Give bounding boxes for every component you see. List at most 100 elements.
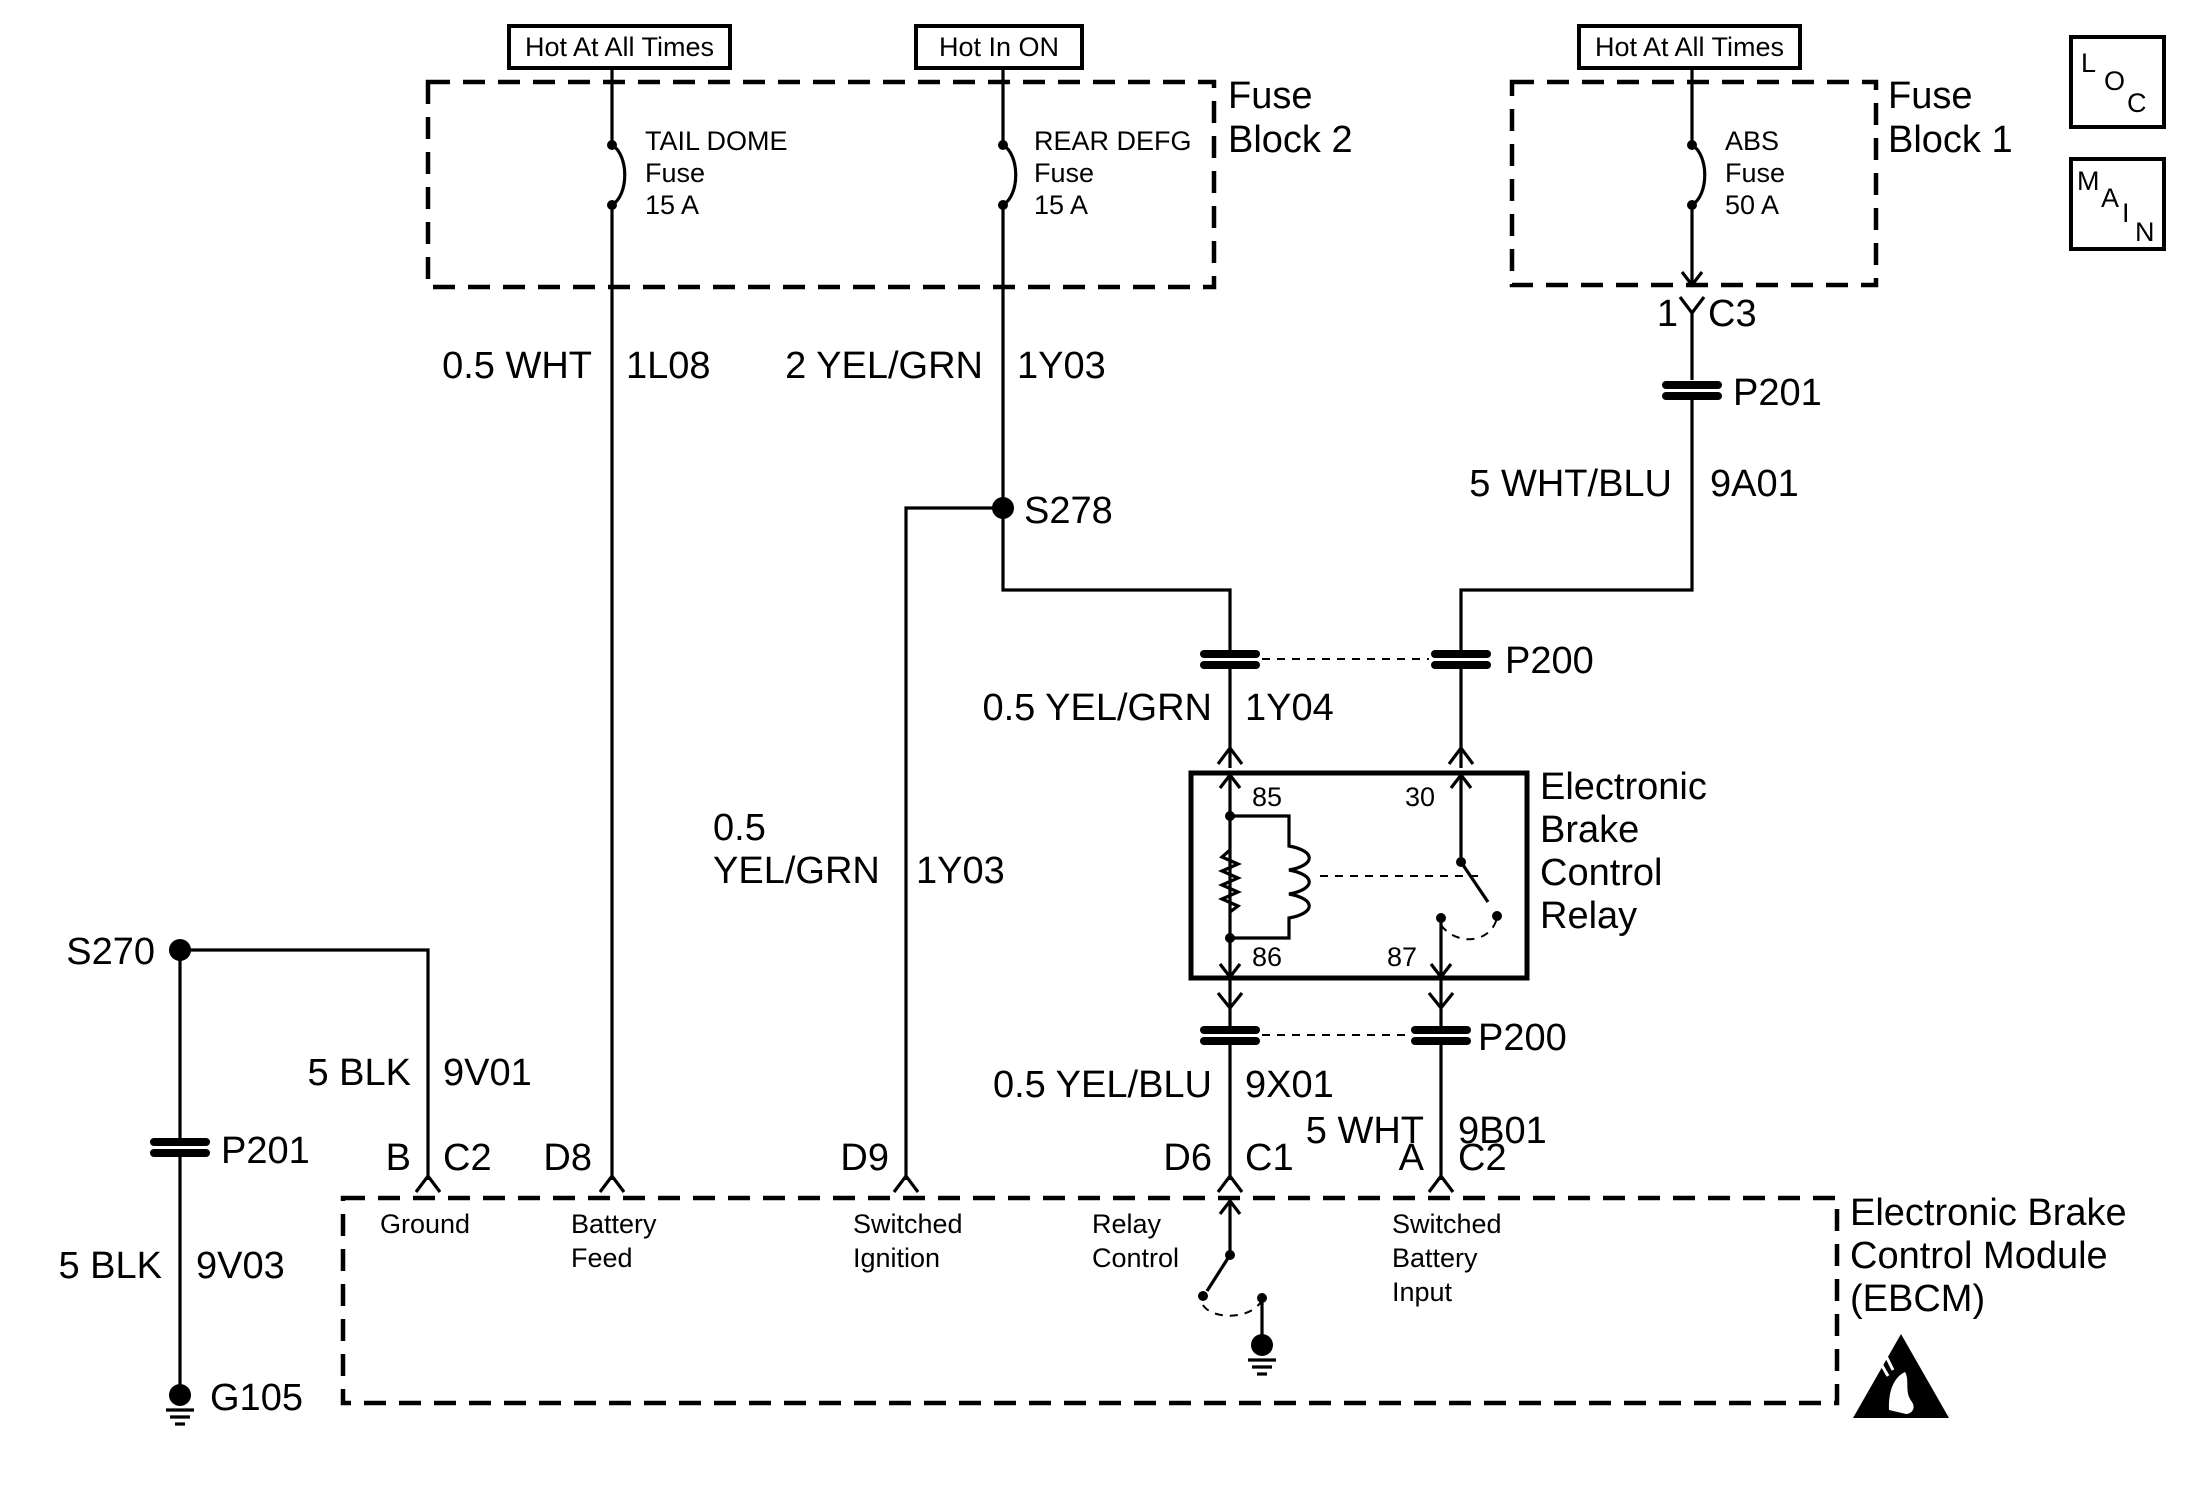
wire-1y04-gauge: 0.5 YEL/GRN [982, 687, 1212, 729]
wire-1y03-mid-circuit: 1Y03 [916, 850, 1005, 892]
relay-title-2: Brake [1540, 809, 1639, 851]
wire-9b01-gauge: 5 WHT [1306, 1110, 1424, 1152]
loc-button[interactable]: L O C [2069, 35, 2166, 129]
pin-a-conn: C2 [1458, 1137, 1507, 1179]
ground-label: G105 [210, 1377, 303, 1419]
wire-9a01-gauge: 5 WHT/BLU [1469, 463, 1672, 505]
main-letter-n: N [2135, 217, 2155, 247]
wire-9v03-gauge: 5 BLK [58, 1245, 162, 1287]
ebcm-input-battery-2: Feed [571, 1243, 633, 1273]
wire-1l08-circuit: 1L08 [626, 345, 711, 387]
esd-warning-icon [1853, 1334, 1949, 1418]
connector-p201-top: P201 [1662, 372, 1822, 414]
ebcm-outline [340, 1195, 1840, 1406]
fuse-tail-name: TAIL DOME [645, 126, 788, 156]
pin-b: B [386, 1137, 411, 1179]
wire-1y03-mid-gauge-2: YEL/GRN [713, 850, 880, 892]
wire-1l08-gauge: 0.5 WHT [442, 345, 592, 387]
fuse-tail-dome: TAIL DOME Fuse 15 A [607, 68, 788, 1180]
fuse-block-2-outline [425, 79, 1217, 290]
ebcm-title-1: Electronic Brake [1850, 1192, 2127, 1234]
source-label-middle: Hot In ON [914, 24, 1084, 70]
main-letter-i: I [2122, 198, 2130, 228]
ebcm-input-relay-1: Relay [1092, 1209, 1162, 1239]
p201-left-label: P201 [221, 1130, 310, 1172]
p200-top-label: P200 [1505, 640, 1594, 682]
p201-top-label: P201 [1733, 372, 1822, 414]
pin-b-conn: C2 [443, 1137, 492, 1179]
loc-letter-c: C [2127, 88, 2147, 118]
wire-9v01-circuit: 9V01 [443, 1052, 532, 1094]
fuse-block-2-title-1: Fuse [1228, 75, 1312, 117]
connector-c3: 1 C3 [1657, 293, 1757, 380]
fuse-abs-rating: 50 A [1725, 190, 1779, 220]
loc-letter-o: O [2104, 66, 2125, 96]
pin-a: A [1399, 1137, 1425, 1179]
source-label-right: Hot At All Times [1577, 24, 1802, 70]
fuse-abs: ABS Fuse 50 A [1680, 68, 1785, 288]
p200-bottom-label: P200 [1478, 1017, 1567, 1059]
fuse-tail-type: Fuse [645, 158, 705, 188]
ground-g105: G105 [166, 1377, 303, 1426]
fuse-rear-name: REAR DEFG [1034, 126, 1192, 156]
ebcm-input-ground: Ground [380, 1209, 470, 1239]
wire-9x01-circuit: 9X01 [1245, 1064, 1334, 1106]
wire-1y04-circuit: 1Y04 [1245, 687, 1334, 729]
ebcm-title-3: (EBCM) [1850, 1278, 1985, 1320]
relay-box [1188, 770, 1530, 981]
main-button[interactable]: M A I N [2069, 157, 2166, 251]
pin-d6-conn: C1 [1245, 1137, 1294, 1179]
fuse-rear-defg: REAR DEFG Fuse 15 A [998, 68, 1192, 508]
ebcm-internal-switch [1198, 1198, 1276, 1376]
fuse-block-1-outline [1509, 79, 1879, 288]
fuse-tail-rating: 15 A [645, 190, 699, 220]
connector-p201-left: P201 [150, 1130, 310, 1172]
relay-pin-30: 30 [1405, 782, 1435, 812]
pin-d9: D9 [840, 1137, 889, 1179]
relay-title-3: Control [1540, 852, 1663, 894]
source-label-left: Hot At All Times [507, 24, 732, 70]
relay-title-1: Electronic [1540, 766, 1707, 808]
ebcm-input-switched-battery-1: Switched [1392, 1209, 1502, 1239]
connector-p200-top: P200 [1200, 640, 1594, 682]
source-left-text: Hot At All Times [525, 32, 714, 62]
ebcm-input-ignition-2: Ignition [853, 1243, 940, 1273]
wire-9x01-gauge: 0.5 YEL/BLU [993, 1064, 1212, 1106]
splice-s278: S278 [992, 490, 1113, 532]
wire-1y03-top-circuit: 1Y03 [1017, 345, 1106, 387]
source-middle-text: Hot In ON [939, 32, 1059, 62]
fuse-block-2-title-2: Block 2 [1228, 119, 1353, 161]
relay-pin-87: 87 [1387, 942, 1417, 972]
c3-pin: 1 [1657, 293, 1678, 335]
wire-9b01-circuit: 9B01 [1458, 1110, 1547, 1152]
module-connector-marks [414, 1173, 1455, 1193]
c3-label: C3 [1708, 293, 1757, 335]
fuse-rear-rating: 15 A [1034, 190, 1088, 220]
s278-label: S278 [1024, 490, 1113, 532]
wire-9v03-circuit: 9V03 [196, 1245, 285, 1287]
ebcm-input-battery-1: Battery [571, 1209, 657, 1239]
main-letter-m: M [2077, 166, 2100, 196]
relay-switch-circuit: 30 87 [1320, 772, 1502, 980]
fuse-block-1-title-2: Block 1 [1888, 119, 2013, 161]
ebcm-input-ignition-1: Switched [853, 1209, 963, 1239]
fuse-abs-type: Fuse [1725, 158, 1785, 188]
relay-title-4: Relay [1540, 895, 1637, 937]
s270-label: S270 [66, 931, 155, 973]
fuse-rear-type: Fuse [1034, 158, 1094, 188]
main-letter-a: A [2101, 183, 2119, 213]
pin-d6: D6 [1163, 1137, 1212, 1179]
relay-pin-85: 85 [1252, 782, 1282, 812]
ebcm-input-relay-2: Control [1092, 1243, 1179, 1273]
wire-1y03-mid-gauge-1: 0.5 [713, 807, 766, 849]
relay-coil-circuit: 85 86 [1218, 772, 1311, 980]
ebcm-input-switched-battery-2: Battery [1392, 1243, 1478, 1273]
splice-s270: S270 [66, 931, 191, 973]
ebcm-input-switched-battery-3: Input [1392, 1277, 1453, 1307]
connector-p200-bottom: P200 [1200, 1017, 1567, 1059]
ebcm-title-2: Control Module [1850, 1235, 2108, 1277]
source-right-text: Hot At All Times [1595, 32, 1784, 62]
wire-1y03-top-gauge: 2 YEL/GRN [785, 345, 983, 387]
wire-9v01-gauge: 5 BLK [307, 1052, 411, 1094]
